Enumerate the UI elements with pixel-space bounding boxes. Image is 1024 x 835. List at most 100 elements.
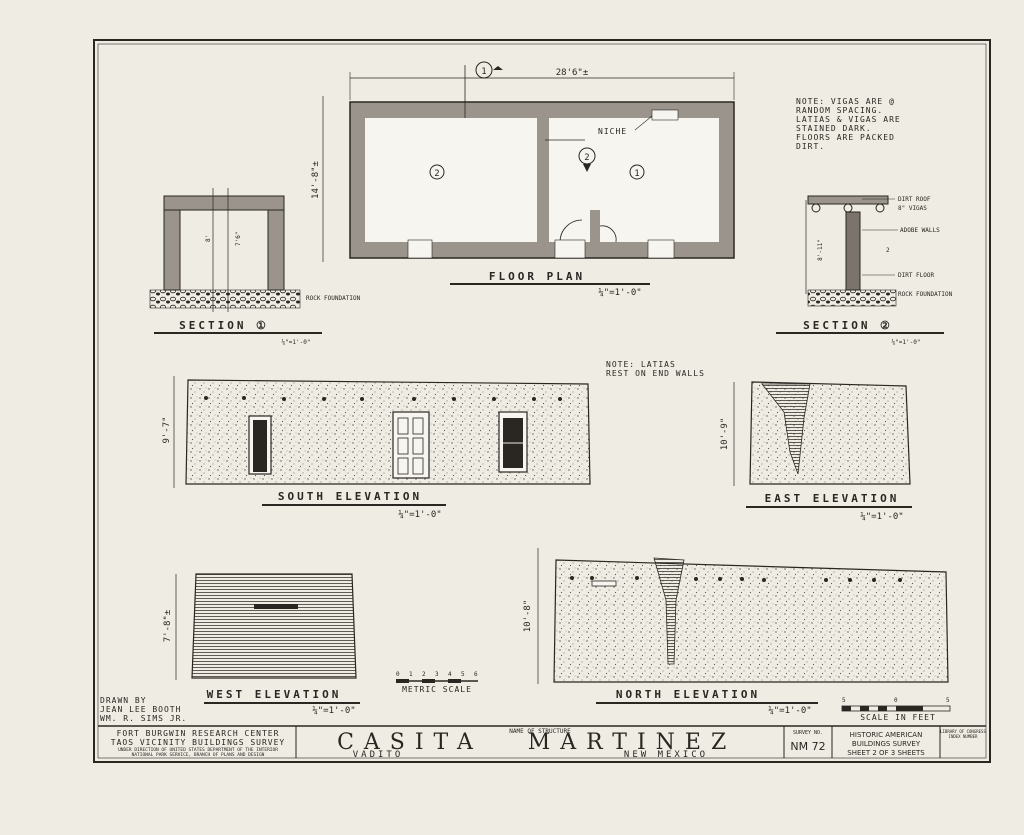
location-1: VADITO — [353, 750, 404, 760]
direction-line-1: UNDER DIRECTION OF UNITED STATES DEPARTM… — [118, 747, 278, 753]
habs-line-2: BUILDINGS SURVEY — [852, 740, 921, 748]
west-dim: 7'-8"± — [163, 609, 173, 642]
metric-tick: 1 — [409, 671, 413, 678]
note-line: LATIAS & VIGAS ARE — [796, 115, 901, 124]
south-viga-ends — [204, 396, 562, 401]
floor-plan-title: FLOOR PLAN — [489, 270, 585, 283]
label-adobe-walls: ADOBE WALLS — [900, 227, 940, 234]
north-scale: ¼"=1'-0" — [768, 706, 811, 716]
west-wall — [191, 573, 357, 679]
sheet-inner-border — [97, 43, 987, 759]
section-1-mark-label: 1 — [481, 67, 486, 77]
plan-fireplace — [590, 210, 600, 242]
door-swing — [559, 219, 583, 243]
north-elevation: 10'-8" NORTH ELEVATION ¼"=1'-0" — [523, 548, 949, 716]
name-of-structure-label: NAME OF STRUCTURE — [509, 728, 571, 735]
feet-scale: 5 0 5 SCALE IN FEET — [841, 697, 951, 722]
room-no-2-circle — [429, 164, 445, 180]
survey-no: NM 72 — [790, 740, 825, 753]
plan-room-2 — [365, 118, 537, 242]
section-2-scale: ¼"=1'-0" — [892, 339, 921, 346]
north-viga-ends — [570, 576, 902, 582]
north-title: NORTH ELEVATION — [616, 688, 760, 701]
note-latias-2: REST ON END WALLS — [606, 369, 705, 378]
viga — [811, 203, 821, 213]
east-dim: 10'-9" — [720, 418, 730, 451]
survey-no-label: SURVEY NO. — [793, 730, 823, 736]
section-1-title: SECTION ① — [179, 319, 269, 332]
south-window-left-pane — [253, 420, 267, 472]
section-2-foundation — [807, 289, 897, 307]
room-number-2: 2 — [434, 169, 439, 179]
feet-label: SCALE IN FEET — [860, 713, 936, 722]
drawn-by-label: DRAWN BY — [100, 696, 147, 705]
section-2-drawing: 8'-11" 2 DIRT ROOF 8" VIGAS ADOBE WALLS … — [776, 195, 953, 346]
plan-room-1 — [549, 118, 719, 242]
window-plan — [407, 239, 433, 259]
section-2-title: SECTION ② — [803, 319, 893, 332]
room-number-1: 1 — [634, 169, 639, 179]
feet-tick: 5 — [946, 697, 950, 704]
org-line-2: TAOS VICINITY BUILDINGS SURVEY — [111, 738, 286, 747]
niche-label: NICHE — [598, 127, 627, 136]
label-rock-foundation: ROCK FOUNDATION — [898, 291, 953, 298]
section-2-arrow — [583, 164, 591, 172]
rock-foundation-label: ROCK FOUNDATION — [306, 295, 361, 302]
section-1-foundation — [149, 289, 301, 309]
north-canale — [591, 580, 617, 587]
metric-tick: 3 — [435, 671, 439, 678]
habs-line-1: HISTORIC AMERICAN — [850, 731, 923, 739]
metric-tick: 2 — [422, 671, 426, 678]
west-elevation: 7'-8"± WEST ELEVATION ¼"=1'-0" — [163, 573, 360, 716]
east-title: EAST ELEVATION — [765, 492, 900, 505]
metric-scale: 0 1 2 3 4 5 6 METRIC SCALE — [396, 671, 478, 694]
niche — [651, 109, 679, 121]
west-scale: ¼"=1'-0" — [312, 706, 355, 716]
south-title: SOUTH ELEVATION — [278, 490, 422, 503]
label-dirt-floor: DIRT FLOOR — [898, 272, 935, 279]
floor-plan-scale: ¼"=1'-0" — [598, 288, 641, 298]
section-1-wall-left — [163, 209, 181, 291]
note-line: NOTE: VIGAS ARE @ — [796, 97, 895, 106]
sheet-number: SHEET 2 OF 3 SHEETS — [847, 749, 925, 757]
east-crack — [761, 383, 811, 475]
north-dim: 10'-8" — [523, 600, 533, 633]
north-wall — [553, 559, 949, 683]
lib-note-1: LIBRARY OF CONGRESS — [940, 729, 986, 734]
note-line: DIRT. — [796, 142, 825, 151]
window-plan-2 — [647, 239, 675, 259]
section-1-drawing: 8' 7'6" ROCK FOUNDATION SECTION ① ¼"=1'-… — [149, 188, 361, 346]
south-dim: 9'-7" — [162, 416, 172, 443]
metric-tick: 6 — [474, 671, 478, 678]
note-line: FLOORS ARE PACKED — [796, 133, 895, 142]
east-elevation: 10'-9" EAST ELEVATION ¼"=1'-0" — [720, 381, 912, 522]
lib-note-2: INDEX NUMBER — [949, 734, 978, 739]
drawn-by-name-2: WM. R. SIMS JR. — [100, 714, 187, 723]
south-elevation: 9'-7" SOUTH ELEVATION ¼"=1'-0" — [162, 376, 591, 520]
sheet-border — [93, 39, 991, 763]
section-1-dim-b: 7'6" — [235, 232, 242, 246]
section-2-wall — [845, 211, 861, 291]
metric-tick: 0 — [396, 671, 400, 678]
door-plan — [554, 239, 586, 259]
section-2-mark-label: 2 — [584, 153, 589, 163]
drawn-by-name-1: JEAN LEE BOOTH — [100, 705, 181, 714]
feet-tick: 5 — [842, 697, 846, 704]
section-1-scale: ¼"=1'-0" — [282, 339, 311, 346]
org-line-1: FORT BURGWIN RESEARCH CENTER — [117, 729, 280, 738]
viga — [843, 203, 853, 213]
section-2-dim: 8'-11" — [817, 239, 824, 261]
west-title: WEST ELEVATION — [207, 688, 342, 701]
label-dirt-roof: DIRT ROOF — [898, 196, 931, 203]
section-1-roof — [163, 195, 285, 211]
section-1-arrow — [493, 66, 503, 70]
section-1-wall-right — [267, 209, 285, 291]
north-crack — [653, 557, 685, 665]
title-block: FORT BURGWIN RESEARCH CENTER TAOS VICINI… — [98, 725, 986, 760]
metric-tick: 5 — [461, 671, 465, 678]
south-wall — [185, 379, 591, 485]
south-door-panels — [397, 417, 424, 475]
note-line: STAINED DARK. — [796, 124, 872, 133]
section-1-dim-a: 8' — [205, 235, 212, 242]
